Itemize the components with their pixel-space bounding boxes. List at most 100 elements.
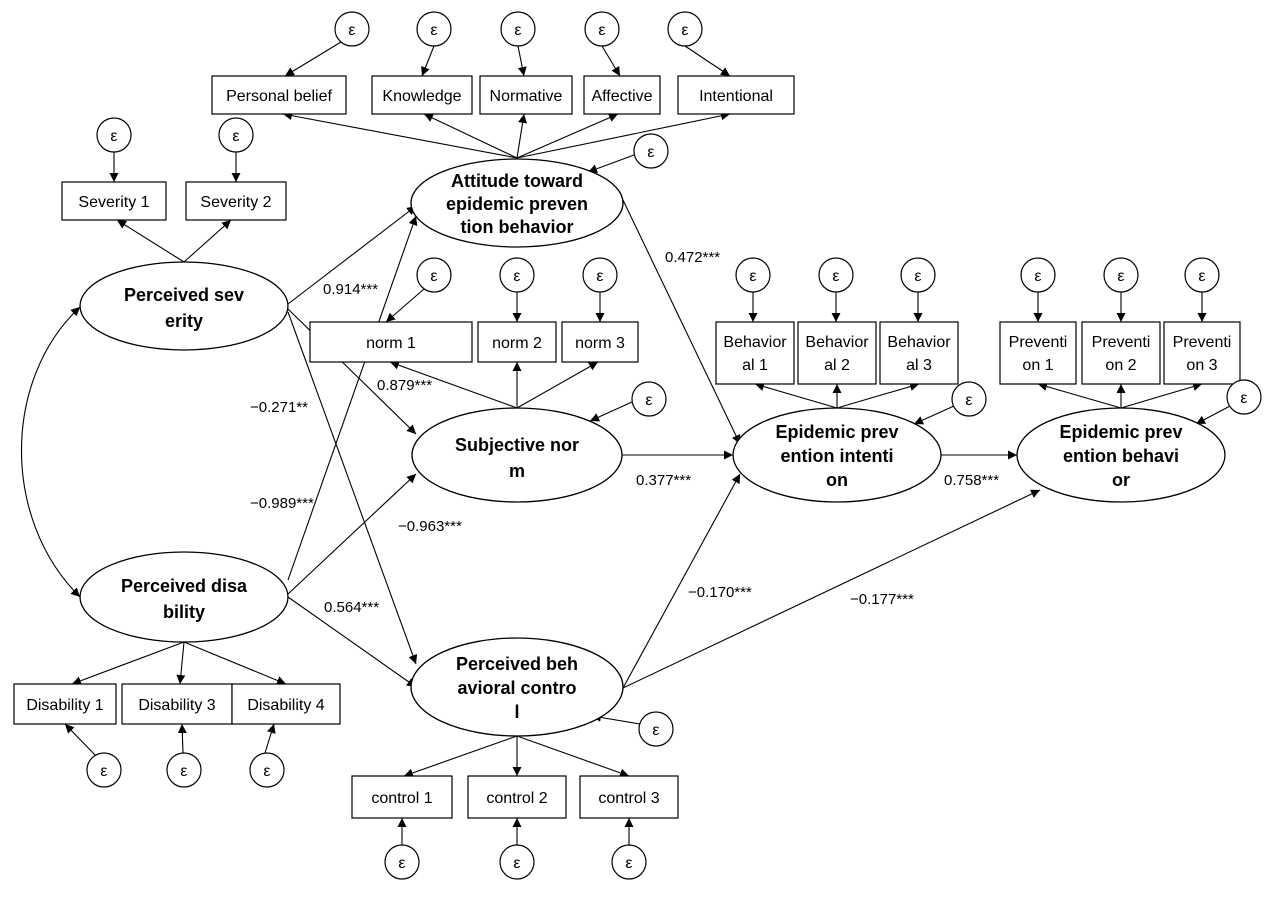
error-term-disability-4: ε (249, 752, 285, 788)
latent-label: l (514, 702, 519, 722)
indicator-personal-belief: Personal belief (211, 75, 347, 115)
latent-label: avioral contro (457, 678, 576, 698)
loading-arrow (516, 113, 528, 159)
indicator-norm-2: norm 2 (477, 321, 557, 363)
path-severity-to-attitude (287, 205, 417, 305)
indicator-prevention-1: Preventi on 1 (999, 321, 1077, 385)
error-term-behavioral-2: ε (818, 257, 854, 293)
indicator-behavioral-1: Behavior al 1 (715, 321, 795, 385)
error-arrow (587, 154, 635, 174)
error-symbol: ε (513, 855, 520, 872)
indicator-label: Preventi (1173, 334, 1232, 351)
latent-attitude: Attitude toward epidemic preven tion beh… (410, 158, 624, 248)
indicator-label: al 1 (742, 357, 768, 374)
loading-arrow (754, 382, 838, 409)
indicator-severity-1: Severity 1 (61, 181, 167, 221)
indicator-label: Severity 1 (78, 194, 149, 211)
indicator-severity-2: Severity 2 (185, 181, 287, 221)
coef-pbc-to-intention: −0.170*** (688, 584, 752, 601)
error-symbol: ε (430, 22, 437, 39)
latent-label: ention behavi (1063, 446, 1179, 466)
error-arrow (517, 45, 527, 77)
indicator-label: Preventi (1009, 334, 1068, 351)
loading-arrow (389, 360, 518, 409)
error-symbol: ε (348, 22, 355, 39)
latent-perceived-disability: Perceived disa bility (79, 551, 289, 643)
error-term-control-3: ε (611, 844, 647, 880)
error-arrow (421, 45, 435, 77)
indicator-disability-4: Disability 4 (231, 683, 341, 725)
coef-severity-to-pbc: −0.271** (250, 399, 308, 416)
indicator-label: control 1 (371, 790, 432, 807)
indicator-label: al 3 (906, 357, 932, 374)
error-symbol: ε (965, 392, 972, 409)
error-term-norm-3: ε (582, 257, 618, 293)
indicator-label: Intentional (699, 88, 773, 105)
indicator-label: Severity 2 (200, 194, 271, 211)
error-arrow (177, 723, 187, 754)
error-term-pbc: ε (638, 711, 674, 747)
error-symbol: ε (110, 128, 117, 145)
error-term-control-2: ε (499, 844, 535, 880)
error-symbol: ε (647, 144, 654, 161)
error-term-intentional: ε (667, 11, 703, 47)
error-arrow (385, 288, 425, 323)
error-symbol: ε (681, 22, 688, 39)
indicator-label: Knowledge (382, 88, 461, 105)
path-attitude-to-intention (622, 199, 741, 445)
indicator-label: al 2 (824, 357, 850, 374)
indicator-label: on 2 (1105, 357, 1136, 374)
latent-label: Epidemic prev (775, 422, 898, 442)
error-symbol: ε (430, 268, 437, 285)
error-term-prevention-1: ε (1020, 257, 1056, 293)
latent-label: epidemic preven (446, 194, 588, 214)
coef-disability-to-norm: −0.963*** (398, 518, 462, 535)
latent-label: Attitude toward (451, 171, 583, 191)
error-term-severity-2: ε (218, 117, 254, 153)
indicator-label: on 3 (1186, 357, 1217, 374)
loading-arrow (423, 113, 518, 159)
latent-label: ention intenti (781, 446, 894, 466)
latent-subjective-norm: Subjective nor m (411, 407, 623, 503)
error-symbol: ε (625, 855, 632, 872)
indicator-disability-3: Disability 3 (121, 683, 233, 725)
coef-intention-to-behavior: 0.758*** (944, 472, 999, 489)
error-term-knowledge: ε (416, 11, 452, 47)
error-symbol: ε (232, 128, 239, 145)
coef-severity-to-attitude: 0.914*** (323, 281, 378, 298)
coef-severity-to-norm: 0.879*** (377, 377, 432, 394)
error-arrow (684, 45, 731, 77)
latent-label: Perceived sev (124, 285, 244, 305)
path-severity-to-norm (287, 308, 417, 435)
indicator-affective: Affective (583, 75, 661, 115)
error-symbol: ε (1240, 390, 1247, 407)
error-arrow (589, 401, 633, 422)
indicator-label: Affective (591, 88, 652, 105)
error-symbol: ε (596, 268, 603, 285)
indicator-norm-1: norm 1 (309, 321, 473, 363)
connection-lines (21, 41, 1231, 845)
coef-disability-to-attitude: −0.989*** (250, 495, 314, 512)
path-disability-to-attitude (287, 215, 418, 581)
latent-label: Subjective nor (455, 435, 579, 455)
latent-label: tion behavior (460, 217, 573, 237)
error-symbol: ε (398, 855, 405, 872)
error-symbol: ε (1117, 268, 1124, 285)
indicator-label: control 2 (486, 790, 547, 807)
latent-perceived-behavioral-control: Perceived beh avioral contro l (410, 637, 624, 737)
error-term-attitude: ε (633, 133, 669, 169)
error-term-behavioral-1: ε (735, 257, 771, 293)
loading-arrow (183, 219, 232, 263)
indicator-label: Behavior (805, 334, 869, 351)
error-symbol: ε (832, 268, 839, 285)
error-arrow (284, 41, 342, 77)
error-term-severity-1: ε (96, 117, 132, 153)
indicator-label: Behavior (723, 334, 787, 351)
latent-label: bility (163, 602, 205, 622)
loading-arrow (836, 382, 920, 409)
latent-label: Perceived beh (456, 654, 578, 674)
loading-arrow (516, 735, 630, 778)
error-term-norm-2: ε (499, 257, 535, 293)
error-arrow (64, 723, 97, 757)
error-symbol: ε (1198, 268, 1205, 285)
